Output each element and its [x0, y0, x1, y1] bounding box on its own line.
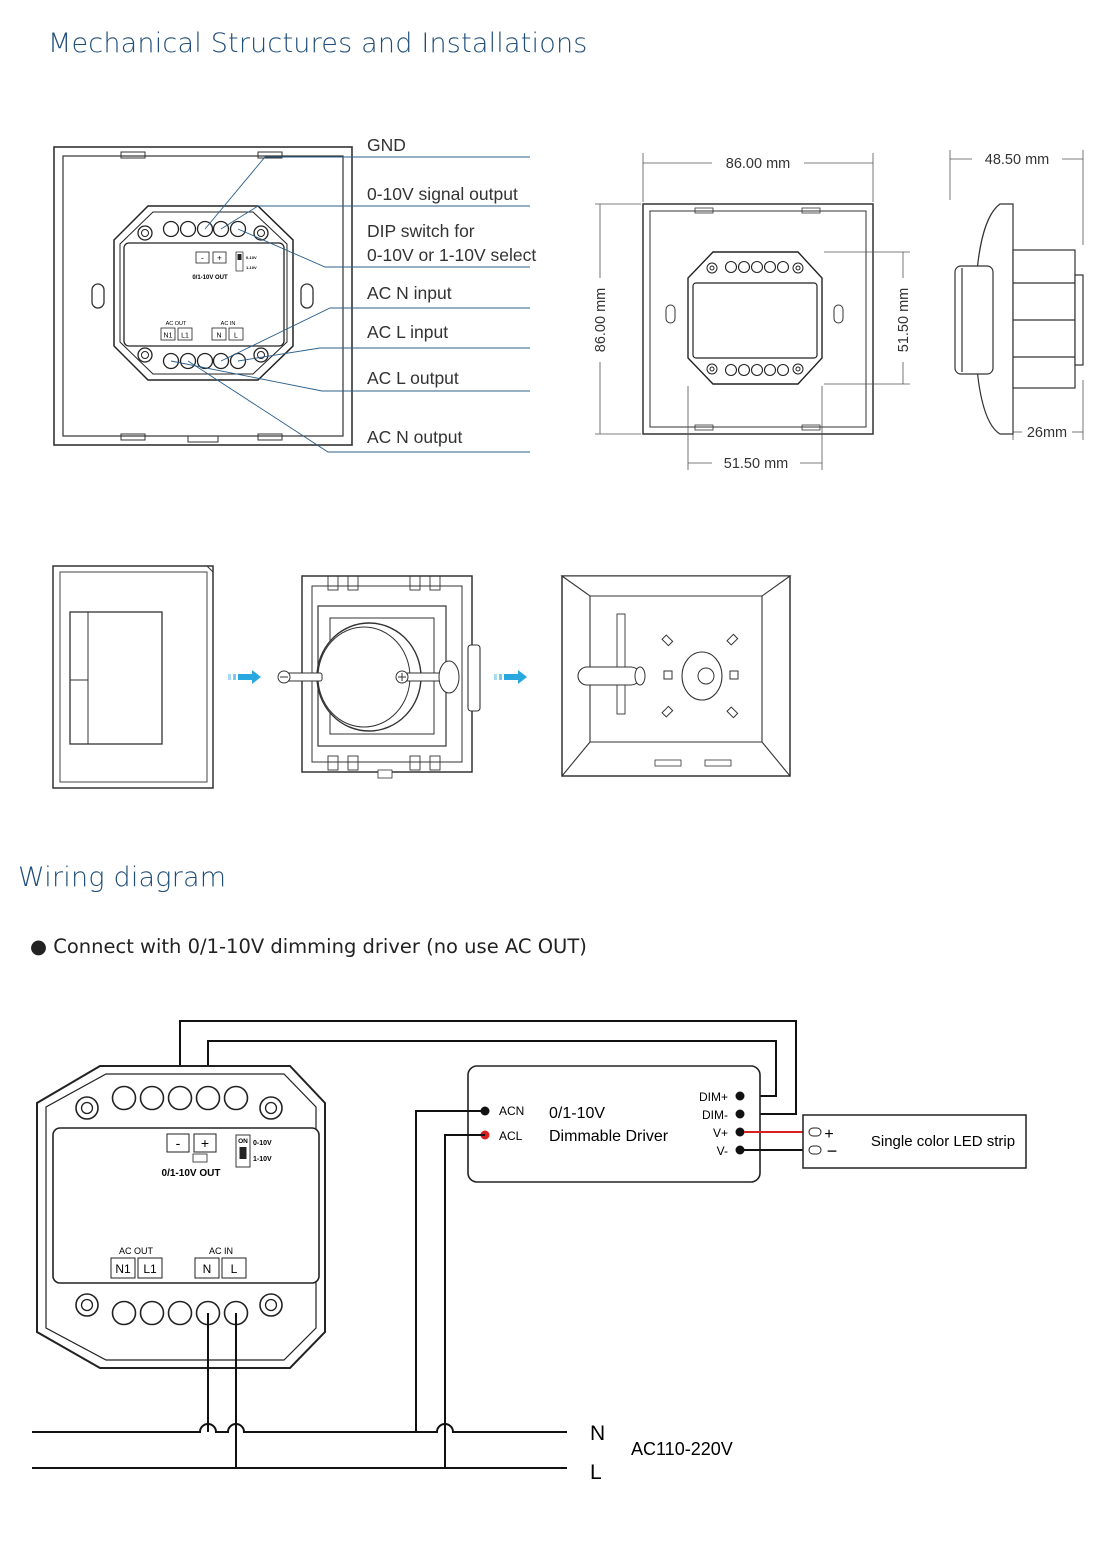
installation-wall-box: [560, 575, 792, 777]
driver-acl-label: ACL: [499, 1129, 523, 1143]
led-strip-label: Single color LED strip: [871, 1133, 1015, 1150]
driver-v-minus-label: V-: [717, 1144, 728, 1158]
install-arrow-2: [494, 670, 527, 684]
wiring-bullet-text: Connect with 0/1-10V dimming driver (no …: [53, 935, 587, 958]
callout-signal-output: 0-10V signal output: [367, 184, 518, 204]
dimension-lines: [595, 150, 1084, 470]
callout-labels: GND 0-10V signal output DIP switch for 0…: [367, 135, 536, 447]
mains-labels: N L AC110-220V: [590, 1422, 733, 1484]
dim-depth-back: 26mm: [1027, 425, 1067, 441]
dim-height-left: 86.00 mm: [593, 288, 609, 352]
callout-ac-l-input: AC L input: [367, 322, 448, 342]
mains-voltage-label: AC110-220V: [631, 1439, 733, 1459]
module-l1-label: L1: [143, 1262, 157, 1276]
dim-inner-width: 51.50 mm: [724, 456, 788, 472]
dim-depth-total: 48.50 mm: [985, 152, 1049, 168]
front-ac-out-label: AC OUT: [166, 321, 187, 327]
mains-wires: [32, 1110, 567, 1469]
mains-l-label: L: [590, 1461, 602, 1484]
driver-title-line2: Dimmable Driver: [549, 1128, 669, 1145]
side-profile-view: [954, 203, 1084, 435]
callout-dip-line2: 0-10V or 1-10V select: [367, 245, 536, 265]
callout-ac-n-input: AC N input: [367, 283, 452, 303]
callout-dip-line1: DIP switch for: [367, 221, 475, 241]
wiring-module: - + 0/1-10V OUT ON 0-10V 1-10V AC OUT AC…: [36, 1065, 326, 1369]
front-view-panel: - + 0/1-10V OUT 0-10V 1-10V AC OUT AC IN…: [53, 146, 353, 446]
front-plus-label: +: [217, 254, 222, 263]
dim-inner-height: 51.50 mm: [896, 288, 912, 352]
callout-ac-l-output: AC L output: [367, 368, 459, 388]
module-n-label: N: [203, 1262, 212, 1276]
module-ac-out-label: AC OUT: [119, 1246, 154, 1256]
front-n1-label: N1: [164, 333, 173, 340]
module-minus-label: -: [176, 1135, 181, 1151]
module-ac-in-label: AC IN: [209, 1246, 233, 1256]
dimmable-driver: ACN ACL 0/1-10V Dimmable Driver DIM+ DIM…: [467, 1065, 761, 1183]
driver-dim-plus-label: DIM+: [699, 1090, 728, 1104]
install-arrow-1: [228, 670, 261, 684]
installation-switch-body: [277, 575, 481, 779]
led-minus-label: −: [827, 1141, 838, 1161]
led-plus-label: +: [824, 1126, 833, 1143]
installation-panel-cover: [52, 565, 214, 789]
driver-dim-minus-label: DIM-: [702, 1108, 728, 1122]
dim-width-top: 86.00 mm: [726, 156, 790, 172]
callout-leader-lines: [170, 156, 530, 453]
callout-gnd: GND: [367, 135, 406, 155]
module-l-label: L: [231, 1262, 238, 1276]
front-l1-label: L1: [181, 333, 189, 340]
module-n1-label: N1: [115, 1262, 131, 1276]
dimension-labels: 86.00 mm 86.00 mm 51.50 mm 51.50 mm 48.5…: [593, 152, 1067, 472]
front-dip-1-10: 1-10V: [246, 265, 257, 270]
section-title-wiring: Wiring diagram: [18, 862, 227, 893]
front-dip-0-10: 0-10V: [246, 255, 257, 260]
driver-v-plus-label: V+: [713, 1126, 728, 1140]
driver-acn-label: ACN: [499, 1104, 524, 1118]
module-dip-0-10: 0-10V: [253, 1140, 272, 1147]
front-l-label: L: [234, 333, 238, 340]
dim-control-wires: [179, 1020, 797, 1115]
callout-ac-n-output: AC N output: [367, 427, 462, 447]
wiring-bullet-note: ● Connect with 0/1-10V dimming driver (n…: [30, 935, 587, 958]
module-dip-on: ON: [238, 1138, 248, 1145]
module-plus-label: +: [201, 1135, 209, 1151]
front-n-label: N: [216, 333, 221, 340]
driver-title-line1: 0/1-10V: [549, 1105, 605, 1122]
front-ac-in-label: AC IN: [221, 321, 236, 327]
module-out-label: 0/1-10V OUT: [162, 1168, 221, 1179]
mains-n-label: N: [590, 1422, 605, 1445]
dimension-view-back: [642, 203, 874, 435]
section-title-mechanical: Mechanical Structures and Installations: [48, 28, 588, 59]
front-out-label: 0/1-10V OUT: [192, 275, 228, 281]
led-strip: + − Single color LED strip: [802, 1114, 1027, 1169]
front-minus-label: -: [201, 254, 204, 263]
module-dip-1-10: 1-10V: [253, 1156, 272, 1163]
